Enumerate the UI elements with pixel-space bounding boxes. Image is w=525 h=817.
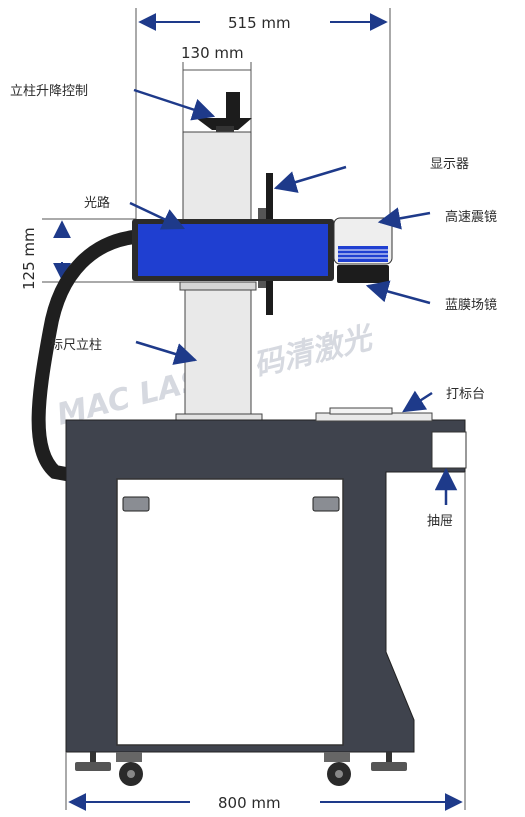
- label-display: 显示器: [430, 157, 469, 172]
- field-lens: [337, 265, 389, 283]
- upper-column: [182, 131, 252, 221]
- dimension-base-width: 800 mm: [65, 472, 466, 812]
- drawer: [431, 431, 467, 469]
- scale-column: [184, 289, 252, 416]
- cabinet-door: [116, 478, 344, 746]
- dimension-top-width: 515 mm: [135, 8, 391, 228]
- work-table-plate: [329, 407, 393, 415]
- label-scale-column: 标尺立柱: [50, 338, 102, 353]
- lift-control-knob: [196, 92, 252, 134]
- label-drawer: 抽屉: [427, 514, 453, 529]
- leveling-foot-right: [371, 752, 407, 771]
- dim-800-label: 800 mm: [218, 794, 281, 812]
- label-column-lift: 立柱升降控制: [10, 84, 88, 99]
- label-galvo: 高速震镜: [445, 209, 497, 225]
- caster-right: [324, 752, 351, 786]
- fiber-cable: [31, 230, 141, 481]
- column-collar: [179, 281, 257, 291]
- label-optical-path: 光路: [84, 195, 110, 211]
- door-handle-right: [312, 496, 340, 512]
- dim-130-label: 130 mm: [181, 44, 244, 62]
- dim-125-label: 125 mm: [20, 227, 38, 290]
- leveling-foot-left: [75, 752, 111, 771]
- optical-path-panel: [138, 224, 328, 276]
- dim-515-label: 515 mm: [228, 14, 291, 32]
- caster-left: [116, 752, 143, 786]
- door-handle-left: [122, 496, 150, 512]
- dimension-column-width: 130 mm: [181, 44, 252, 132]
- label-work-table: 打标台: [446, 387, 485, 402]
- label-field-lens: 蓝膜场镜: [445, 298, 497, 313]
